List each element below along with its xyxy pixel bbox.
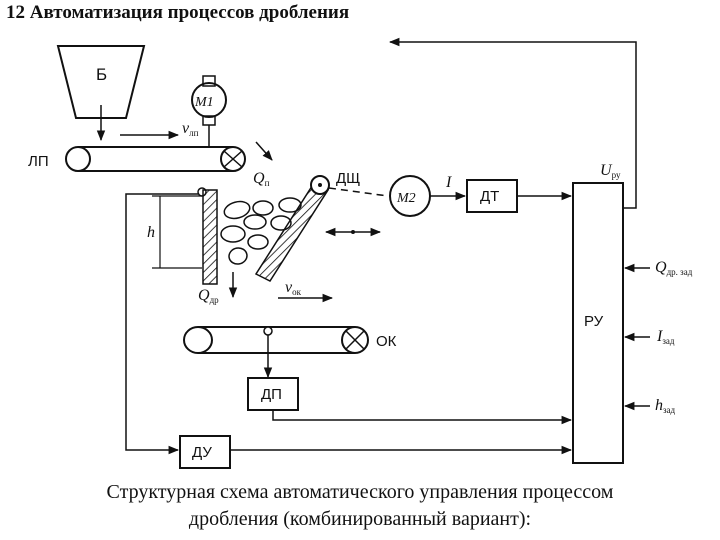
motor2-label: M2	[396, 191, 416, 206]
h-setpoint-label: hзад	[655, 397, 676, 415]
bunker-label: Б	[96, 65, 107, 84]
motor-m2: M2	[389, 175, 431, 217]
motor1-label: M1	[194, 95, 214, 110]
moving-jaw: ДЩ	[254, 170, 360, 282]
ore-pieces	[220, 197, 302, 265]
level-sensor-block: ДУ	[179, 435, 231, 469]
belt-conveyor: ОК	[183, 326, 397, 354]
fixed-jaw	[197, 187, 218, 285]
current-sensor-label: ДТ	[480, 188, 499, 205]
u-regulator-label: Uру	[600, 162, 621, 180]
slide-title: 12 Автоматизация процессов дробления	[6, 2, 350, 23]
level-sensor-label: ДУ	[192, 444, 212, 461]
q-feed-label: Qп	[253, 170, 270, 188]
current-label: I	[445, 174, 452, 191]
caption-line-1: Структурная схема автоматического управл…	[106, 481, 614, 503]
caption-line-2: дробления (комбинированный вариант):	[188, 508, 532, 530]
i-setpoint-label: Iзад	[656, 328, 675, 346]
regulator-block: РУ	[572, 182, 624, 464]
product-sensor-block: ДП	[247, 377, 299, 411]
height-indicator: h	[147, 195, 202, 269]
bunker: Б	[56, 45, 146, 119]
motor-m1: M1	[191, 75, 227, 126]
product-sensor-label: ДП	[261, 386, 282, 403]
belt-feeder: ЛП	[28, 146, 246, 172]
height-label: h	[147, 224, 155, 241]
diagram-caption: Структурная схема автоматического управл…	[0, 479, 720, 533]
crusher-label: ДЩ	[336, 170, 360, 187]
regulator-label: РУ	[584, 313, 604, 330]
q-crushed-label: Qдр	[198, 287, 219, 305]
feeder-label: ЛП	[28, 153, 49, 170]
v-conveyor-label: vок	[285, 279, 302, 297]
v-feeder-label: vлп	[182, 120, 199, 138]
current-sensor-block: ДТ	[466, 179, 518, 213]
q-setpoint-label: Qдр. зад	[655, 259, 693, 277]
conveyor-label: ОК	[376, 333, 397, 350]
